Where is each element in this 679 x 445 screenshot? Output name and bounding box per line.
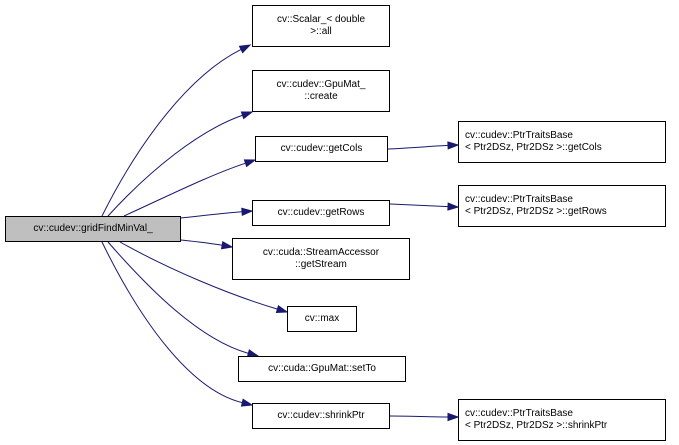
edge-root-to-max <box>119 241 278 310</box>
edge-root-to-setto <box>107 241 249 354</box>
edge-root-to-getcols <box>123 162 246 217</box>
node-label: < Ptr2DSz, Ptr2DSz >::shrinkPtr <box>465 420 608 431</box>
node-label: cv::cudev::shrinkPtr <box>277 410 365 421</box>
node-getstream[interactable]: cv::cuda::StreamAccessor ::getStream <box>232 238 410 280</box>
edge-getrows-to-traits_getrows <box>389 203 449 208</box>
node-label: cv::cudev::gridFindMinVal_ <box>33 223 153 234</box>
node-label: ::create <box>304 91 338 102</box>
arrowhead-icon <box>447 412 460 422</box>
arrowhead-icon <box>243 159 257 168</box>
node-getrows[interactable]: cv::cudev::getRows <box>252 200 390 226</box>
node-label: cv::cuda::StreamAccessor <box>262 247 380 258</box>
node-ptrtraitsbase-getrows[interactable]: cv::cudev::PtrTraitsBase < Ptr2DSz, Ptr2… <box>458 185 666 227</box>
node-label: cv::max <box>304 313 340 324</box>
arrowhead-icon <box>447 141 460 150</box>
arrowhead-icon <box>238 44 252 54</box>
node-gpumat-create[interactable]: cv::cudev::GpuMat_ ::create <box>252 70 390 112</box>
node-label: cv::cudev::GpuMat_ <box>276 79 366 90</box>
edge-root-to-getrows <box>180 211 243 219</box>
node-label: cv::Scalar_< double <box>276 14 366 25</box>
node-label: cv::cudev::PtrTraitsBase <box>465 408 573 419</box>
node-max[interactable]: cv::max <box>287 306 357 332</box>
node-ptrtraitsbase-shrinkptr[interactable]: cv::cudev::PtrTraitsBase < Ptr2DSz, Ptr2… <box>458 399 666 441</box>
edge-root-to-shrinkptr <box>101 241 243 404</box>
edge-getcols-to-traits_getcols <box>387 144 449 150</box>
arrowhead-icon <box>241 207 254 216</box>
node-label: cv::cudev::PtrTraitsBase <box>465 130 573 141</box>
node-ptrtraitsbase-getcols[interactable]: cv::cudev::PtrTraitsBase < Ptr2DSz, Ptr2… <box>458 121 666 163</box>
node-label: < Ptr2DSz, Ptr2DSz >::getCols <box>465 142 602 153</box>
node-label: cv::cuda::GpuMat::setTo <box>268 363 376 374</box>
edge-root-to-scalar_all <box>101 49 242 217</box>
node-label: cv::cudev::getCols <box>280 143 363 154</box>
edge-shrinkptr-to-traits_shrinkptr <box>389 415 449 418</box>
arrowhead-icon <box>220 241 234 250</box>
arrowhead-icon <box>447 202 460 211</box>
node-label: < Ptr2DSz, Ptr2DSz >::getRows <box>465 206 607 217</box>
arrowhead-icon <box>240 398 254 407</box>
node-label: cv::cudev::PtrTraitsBase <box>465 194 573 205</box>
node-getcols[interactable]: cv::cudev::getCols <box>255 136 388 162</box>
node-shrinkptr[interactable]: cv::cudev::shrinkPtr <box>252 403 390 429</box>
node-label: >::all <box>310 26 332 37</box>
node-gridfindminval: cv::cudev::gridFindMinVal_ <box>5 216 181 242</box>
edge-root-to-getstream <box>180 239 223 246</box>
node-label: cv::cudev::getRows <box>277 207 365 218</box>
node-setto[interactable]: cv::cuda::GpuMat::setTo <box>238 356 406 382</box>
node-scalar-all[interactable]: cv::Scalar_< double >::all <box>252 5 390 47</box>
edge-root-to-gpumat_create <box>107 114 243 217</box>
arrowhead-icon <box>275 304 289 314</box>
arrowhead-icon <box>240 111 254 120</box>
node-label: ::getStream <box>295 259 347 270</box>
